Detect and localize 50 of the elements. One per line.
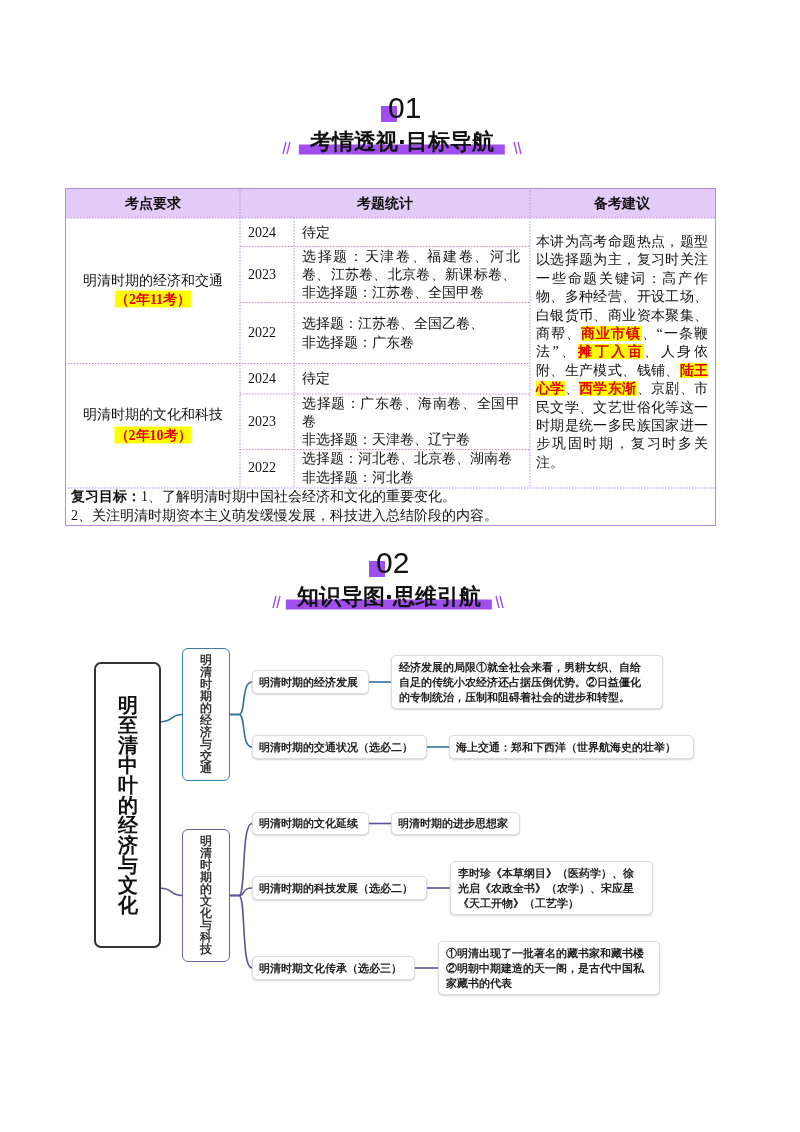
exam-list-text: 待定 [302, 370, 330, 388]
detail-box: 明清时期的进步思想家 [391, 812, 520, 835]
review-goal-text: 2、关注明清时期资本主义萌发缓慢发展，科技进入总结阶段的内容。 [71, 507, 498, 525]
connector-line [160, 887, 183, 897]
connector-line [229, 894, 253, 969]
note-text: ①明清出现了一批著名的藏书家和藏书楼 [446, 945, 644, 961]
central-topic-box: 明至清中叶的经济与文化 [94, 662, 161, 948]
exam-list-text: 待定 [302, 224, 330, 242]
subtopic-box: 明清时期的文化延续 [252, 812, 369, 835]
advice-text: 本讲为高考命题热点，题型以选择题为主，复习时关注一些命题关键词：高产作物、多种经营、开设工场、白银货币、商业资本聚集、商帮、商业市镇、“一条鞭法”、摊丁入亩、人身依附、生产模式、钱铺、陆王心学、西学东渐、京剧、市民文学、文艺世俗化等这一时期是统一多民族国家进一步巩固时期，复习时多关注。 [536, 233, 708, 472]
connector-line [229, 713, 253, 748]
exam-count-tag: （2年10考） [114, 426, 192, 444]
exam-count-tag: （2年11考） [114, 290, 192, 308]
exam-list-text: 选择题：广东卷、海南卷、全国甲卷 [302, 395, 520, 431]
connector-line [160, 713, 183, 723]
year-text: 2023 [248, 413, 276, 431]
detail-box: 李时珍《本草纲目》（医药学）、徐光启《农政全书》（农学）、宋应星《天工开物》（工艺学） [450, 861, 653, 915]
topic-text: 明清时期的经济和交通 [83, 272, 223, 290]
subtopic-box: 明清时期的经济发展 [252, 670, 369, 694]
branch-box: 明清时期的经济与交通 [182, 648, 230, 781]
year-text: 2024 [248, 370, 276, 388]
topic-text: 明清时期的文化和科技 [83, 406, 223, 424]
detail-box: 经济发展的局限①就全社会来看，男耕女织、自给自足的传统小农经济还占据压倒优势。②日益僵化的专制统治，压制和阻碍着社会的进步和转型。 [391, 655, 663, 709]
column-header: 考点要求 [125, 194, 181, 212]
exam-list-text: 非选择题：河北卷 [302, 469, 414, 487]
exam-list-text: 非选择题：江苏卷、全国甲卷 [302, 284, 484, 302]
detail-box: 海上交通：郑和下西洋（世界航海史的壮举） [449, 735, 694, 759]
review-goal-text: 复习目标：1、了解明清时期中国社会经济和文化的重要变化。 [71, 488, 456, 506]
column-header: 考题统计 [357, 194, 413, 212]
subtopic-box: 明清时期文化传承（选必三） [252, 956, 415, 980]
connector-line [368, 681, 392, 683]
connector-line [368, 822, 392, 825]
year-text: 2022 [248, 459, 276, 477]
connector-line [414, 967, 439, 969]
connector-line [426, 746, 450, 748]
note-text: ②明朝中期建造的天一阁，是古代中国私家藏书的代表 [446, 960, 645, 991]
branch-box: 明清时期的文化与科技 [182, 829, 230, 962]
column-header: 备考建议 [594, 194, 650, 212]
exam-list-text: 选择题：河北卷、北京卷、湖南卷 [302, 450, 512, 468]
exam-list-text: 非选择题：广东卷 [302, 334, 414, 352]
year-text: 2022 [248, 324, 276, 342]
exam-list-text: 选择题：天津卷、福建卷、河北卷、江苏卷、北京卷、新课标卷、 [302, 248, 520, 284]
exam-list-text: 选择题：江苏卷、全国乙卷、 [302, 315, 484, 333]
subtopic-box: 明清时期的科技发展（选必二） [252, 876, 427, 900]
exam-list-text: 非选择题：天津卷、辽宁卷 [302, 431, 470, 449]
year-text: 2024 [248, 224, 276, 242]
connector-line [426, 887, 451, 889]
detail-box [438, 941, 660, 995]
year-text: 2023 [248, 266, 276, 284]
subtopic-box: 明清时期的交通状况（选必二） [252, 735, 427, 759]
